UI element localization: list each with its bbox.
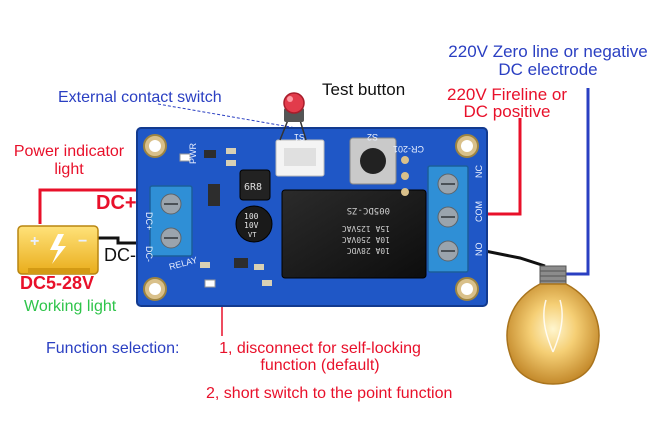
input-terminal — [149, 185, 193, 257]
capacitor-text-2: 10V — [244, 221, 259, 230]
option-1-label-line-2: function (default) — [260, 357, 380, 374]
dc-plus-wire — [38, 188, 150, 224]
dc-range-label: DC5-28V — [20, 273, 95, 293]
silk-model: CR-201 — [393, 144, 424, 154]
silk-nc: NC — [474, 165, 484, 178]
fireline-label-line-2: DC positive — [463, 102, 551, 121]
silk-dc-minus: DC- — [144, 246, 154, 262]
dc-minus-wire — [95, 236, 150, 245]
silk-dc-plus: DC+ — [144, 212, 154, 230]
light-bulb — [506, 265, 600, 385]
inductor — [239, 169, 271, 201]
power-indicator-label-line-2: light — [54, 161, 84, 178]
zero-line-wire — [566, 88, 590, 276]
relay-model: 005DC-ZS — [347, 205, 390, 215]
power-indicator-label: Power indicator light — [2, 143, 136, 179]
external-switch — [279, 92, 307, 141]
battery: + − — [17, 225, 99, 275]
zero-line-label-line-1: 220V Zero line or negative — [448, 42, 648, 61]
zero-line-label-line-2: DC electrode — [498, 60, 598, 79]
working-led — [204, 279, 216, 288]
relay-text: 10A 28VDC 10A 250VAC 15A 125VAC 005DC-ZS — [342, 205, 390, 255]
capacitor — [235, 205, 273, 243]
capacitor-text-1: 100 — [244, 212, 259, 221]
relay-line-1: 10A 28VDC — [346, 246, 390, 255]
silk-s2: S2 — [367, 132, 378, 142]
option-1-label-line-1: 1, disconnect for self-locking — [219, 340, 421, 357]
relay — [281, 189, 427, 279]
dc-plus-label: DC+ — [96, 192, 137, 214]
silk-com: COM — [474, 201, 484, 222]
inductor-text: 6R8 — [244, 182, 262, 193]
fireline-label-line-1: 220V Fireline or — [446, 85, 567, 104]
external-switch-label: External contact switch — [58, 89, 222, 106]
silk-pwr: PWR — [188, 143, 198, 164]
pcb-board — [136, 127, 488, 307]
relay-line-3: 15A 125VAC — [342, 224, 390, 233]
dc-minus-label: DC- — [104, 245, 136, 265]
svg-text:+: + — [30, 233, 39, 250]
option-2-label: 2, short switch to the point function — [206, 385, 453, 402]
relay-line-2: 10A 250VAC — [342, 235, 390, 244]
external-switch-pointer — [157, 103, 297, 129]
svg-text:−: − — [78, 233, 87, 250]
bolt-icon — [50, 234, 66, 264]
function-selection-label: Function selection: — [46, 340, 180, 357]
working-light-label: Working light — [24, 298, 117, 315]
silk-no: NO — [474, 243, 484, 257]
zero-line-label: 220V Zero line or negative DC electrode — [428, 43, 668, 79]
test-button-label: Test button — [322, 80, 406, 99]
red-button-icon — [283, 92, 305, 114]
power-led — [179, 153, 191, 162]
bulb-icon — [506, 283, 600, 385]
silk-s1: S1 — [294, 132, 305, 142]
fireline-label: 220V Fireline or DC positive — [432, 86, 582, 120]
capacitor-text-3: VT — [248, 231, 257, 239]
power-indicator-label-line-1: Power indicator — [13, 143, 125, 160]
option-1-label: 1, disconnect for self-locking function … — [200, 340, 440, 374]
